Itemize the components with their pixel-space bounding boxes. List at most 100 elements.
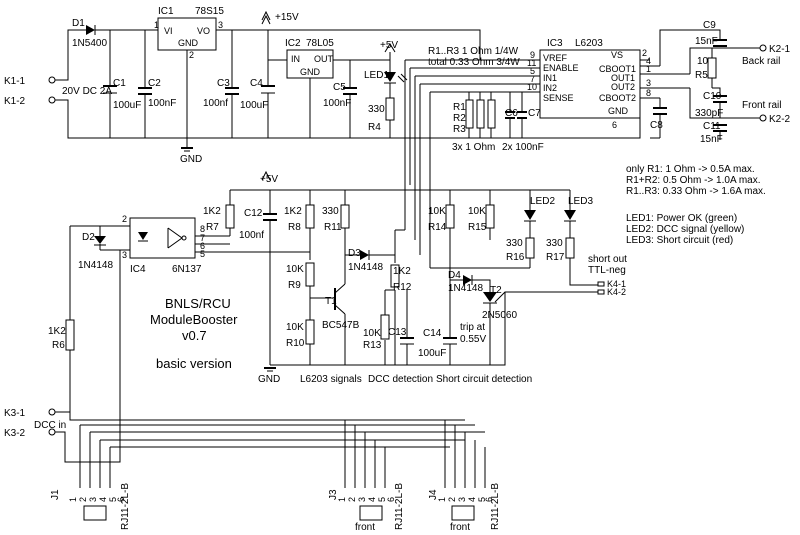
label-ic2out: OUT (314, 54, 334, 64)
power-supply-section (55, 10, 641, 152)
label-j3-front: front (355, 522, 375, 533)
terminal-k12[interactable] (48, 96, 56, 104)
label-r2: R2 (453, 113, 466, 124)
label-r4: R4 (368, 122, 381, 133)
label-plus5b: +5V (260, 174, 278, 185)
label-trip1: trip at (460, 322, 485, 333)
label-input: 20V DC 2A (62, 86, 112, 97)
label-c4v: 100uF (240, 100, 268, 111)
label-r8: R8 (288, 222, 301, 233)
label-c8: C8 (650, 120, 663, 131)
label-r15: R15 (468, 222, 487, 233)
label-c12v: 100nf (239, 230, 264, 241)
label-ic4p2: 2 (122, 214, 127, 224)
label-r15v: 10K (468, 206, 486, 217)
j3-pin3: 3 (357, 497, 367, 502)
note-r1r2: R1+R2: 0.5 Ohm -> 1.0A max. (626, 175, 761, 186)
note-led1: LED1: Power OK (green) (626, 213, 737, 224)
label-pin5: 5 (530, 66, 535, 76)
label-vref: VREF (543, 53, 568, 63)
label-r3: R3 (453, 124, 466, 135)
label-k32: K3-2 (4, 428, 26, 439)
terminal-k42[interactable] (597, 289, 605, 295)
label-in2: IN2 (543, 83, 557, 93)
label-c7: C7 (528, 108, 541, 119)
rj11-socket-j1[interactable] (83, 505, 107, 521)
label-c67v: 2x 100nF (502, 142, 544, 153)
label-c2v: 100nF (148, 98, 176, 109)
j1-pin1: 1 (68, 497, 78, 502)
label-ic1vo: VO (197, 26, 210, 36)
rj11-socket-j3[interactable] (359, 505, 383, 521)
label-pin3: 3 (646, 78, 651, 88)
label-out1: OUT1 (611, 73, 635, 83)
label-led3: LED3 (568, 196, 593, 207)
resistor-r13 (380, 314, 390, 340)
label-ic1p2: 2 (189, 50, 194, 60)
j1-pin4: 4 (98, 497, 108, 502)
label-j1: J1 (50, 489, 61, 500)
label-dcc-in: DCC in (34, 420, 66, 431)
label-r1r3note2: total 0.33 Ohm 3/4W (428, 57, 520, 68)
terminal-k31[interactable] (48, 408, 56, 416)
resistor-r7 (225, 204, 235, 229)
label-c2: C2 (148, 78, 161, 89)
label-ic1: IC1 (158, 6, 174, 17)
terminal-k11[interactable] (48, 76, 56, 84)
title-line4: basic version (156, 356, 232, 371)
label-section-dcc: DCC detection (368, 374, 433, 385)
resistor-r10 (305, 319, 315, 345)
label-r11v: 330 (322, 206, 339, 217)
label-r9v: 10K (286, 264, 304, 275)
terminal-k21[interactable] (759, 44, 767, 52)
label-d4: D4 (448, 270, 461, 281)
capacitor-c3 (225, 30, 239, 138)
label-r14: R14 (428, 222, 447, 233)
label-c10v: 330pF (695, 108, 723, 119)
label-ic4p5: 5 (200, 249, 205, 259)
resistor-r1 (465, 99, 474, 129)
label-r13v: 10K (363, 328, 381, 339)
j1-pin5: 5 (108, 497, 118, 502)
j3-pin1: 1 (337, 497, 347, 502)
label-r5: R5 (695, 70, 708, 81)
label-r17v: 330 (546, 238, 563, 249)
label-pin4: 4 (646, 56, 651, 66)
label-r6: R6 (52, 340, 65, 351)
label-r16v: 330 (506, 238, 523, 249)
label-k12: K1-2 (4, 96, 26, 107)
label-vs: VS (611, 50, 623, 60)
label-ic2v: 78L05 (306, 38, 334, 49)
label-pin2: 2 (642, 48, 647, 58)
label-ic4p3: 3 (122, 250, 127, 260)
label-c9: C9 (703, 20, 716, 31)
label-section-short: Short circuit detection (436, 374, 532, 385)
label-k22: K2-2 (769, 114, 791, 125)
label-r12v: 1K2 (393, 266, 411, 277)
label-j3: J3 (328, 489, 339, 500)
label-r13: R13 (363, 340, 382, 351)
resistor-r4 (385, 97, 395, 121)
terminal-k41[interactable] (597, 281, 605, 287)
label-r16: R16 (506, 252, 525, 263)
label-in1: IN1 (543, 73, 557, 83)
label-pin6: 6 (612, 120, 617, 130)
label-cboot2: CBOOT2 (599, 93, 636, 103)
capacitor-c6-c7 (495, 91, 530, 138)
terminal-k22[interactable] (759, 114, 767, 122)
label-r14v: 10K (428, 206, 446, 217)
label-sense: SENSE (543, 93, 574, 103)
driver-section (404, 29, 767, 268)
capacitor-c1 (103, 30, 117, 138)
note-led2: LED2: DCC signal (yellow) (626, 224, 744, 235)
label-j3-rj: RJ11-2L-B (394, 483, 405, 530)
rj11-socket-j4[interactable] (451, 505, 475, 521)
label-pin8: 8 (646, 88, 651, 98)
label-c9v: 15nF (695, 36, 718, 47)
resistor-r9 (305, 262, 315, 287)
label-enable: ENABLE (543, 63, 579, 73)
label-ic4p7: 7 (200, 233, 205, 243)
label-ic4: IC4 (130, 264, 146, 275)
label-r12: R12 (393, 282, 412, 293)
